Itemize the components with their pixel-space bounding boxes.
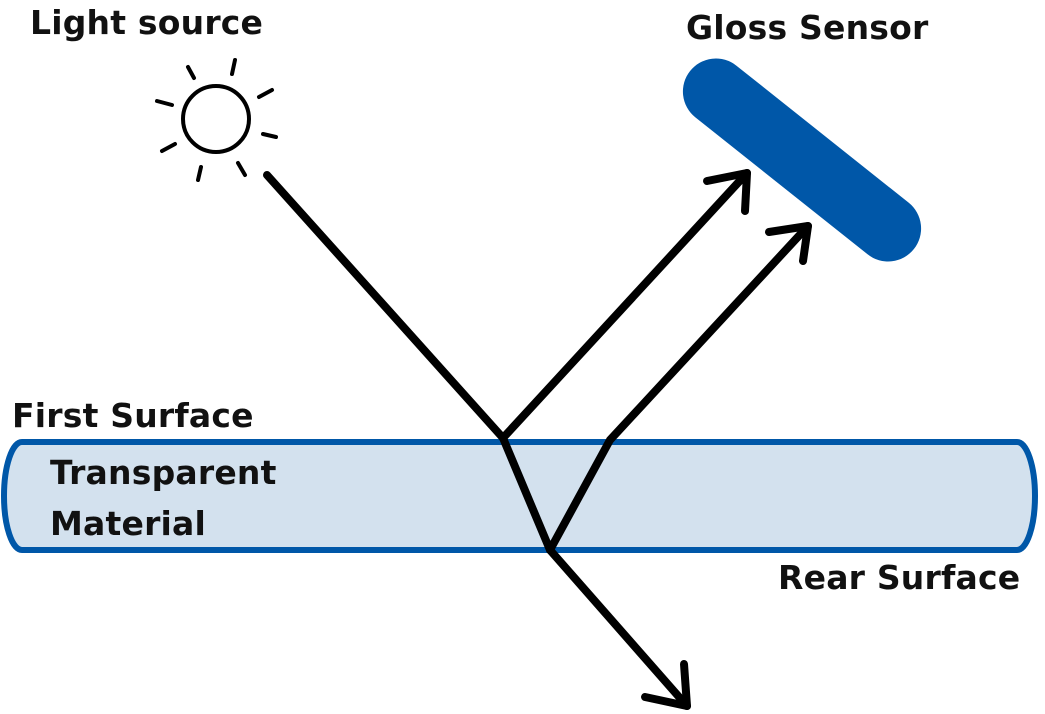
- sun-icon: [155, 58, 278, 182]
- first-surface-reflection-arrowhead: [703, 169, 751, 215]
- material-label-line2: Material: [50, 504, 207, 543]
- gloss-sensor-icon: [682, 58, 922, 262]
- transmitted-arrowhead: [641, 660, 691, 710]
- light-source-label: Light source: [30, 3, 264, 42]
- incident-ray: [263, 171, 507, 442]
- rear-surface-reflection-arrowhead: [765, 222, 812, 265]
- material-label-line1: Transparent: [50, 453, 277, 492]
- transmitted-ray: [546, 546, 691, 710]
- rear-surface-label: Rear Surface: [778, 558, 1021, 597]
- internal-reflection-ray: [546, 222, 812, 554]
- first-surface-reflection-ray: [499, 169, 751, 442]
- refracted-ray: [499, 434, 554, 554]
- gloss-sensor-label: Gloss Sensor: [686, 8, 929, 47]
- first-surface-label: First Surface: [12, 396, 254, 435]
- transparent-material-slab: [1, 439, 1038, 553]
